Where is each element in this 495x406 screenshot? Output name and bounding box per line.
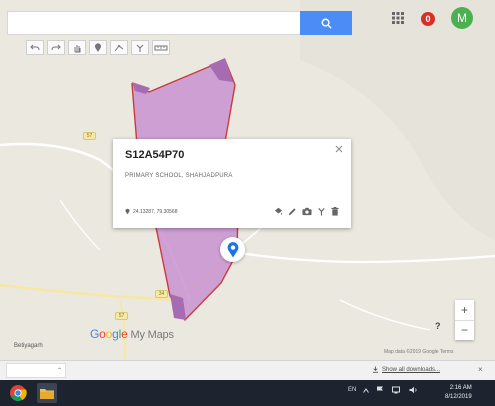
measure-button[interactable]: [152, 40, 170, 55]
close-icon: [335, 145, 343, 153]
feature-actions: [274, 207, 339, 216]
add-photo-button[interactable]: [302, 207, 312, 216]
directions-button[interactable]: [317, 207, 326, 216]
account-avatar[interactable]: M: [451, 7, 473, 29]
explorer-icon: [40, 389, 54, 399]
add-marker-button[interactable]: [89, 40, 107, 55]
add-marker-icon: [95, 42, 101, 52]
redo-button[interactable]: [47, 40, 65, 55]
downloads-bar: ⌃ Show all downloads... ×: [0, 360, 495, 380]
place-label: Betiyagarh: [14, 343, 43, 349]
network-icon[interactable]: [392, 386, 402, 394]
select-items-button[interactable]: [68, 40, 86, 55]
file-explorer-taskbar-button[interactable]: [37, 383, 57, 403]
apps-grid-icon[interactable]: [392, 12, 404, 24]
draw-line-button[interactable]: [110, 40, 128, 55]
location-pin-icon: [227, 241, 238, 257]
flag-icon[interactable]: [376, 386, 385, 394]
feature-title: S12A54P70: [125, 149, 185, 161]
edit-button[interactable]: [288, 207, 297, 216]
download-item[interactable]: ⌃: [6, 363, 66, 378]
zoom-in-button[interactable]: +: [460, 302, 468, 317]
close-card-button[interactable]: [335, 145, 343, 156]
download-icon: [372, 366, 379, 373]
windows-taskbar: EN 2:16 AM 8/12/2019: [0, 380, 495, 406]
directions-icon: [318, 207, 325, 216]
hand-icon: [74, 44, 81, 52]
redo-icon: [51, 44, 61, 50]
ruler-icon: [154, 45, 168, 50]
taskbar-clock[interactable]: 2:16 AM 8/12/2019: [445, 384, 472, 402]
clock-date: 8/12/2019: [445, 394, 472, 400]
search-input[interactable]: [7, 11, 300, 35]
map-attribution[interactable]: Map data ©2019 Google Terms: [384, 349, 454, 355]
directions-icon: [136, 44, 144, 52]
edit-icon: [288, 208, 296, 216]
map-toolbar: [26, 40, 170, 55]
map-canvas[interactable]: 0 M 57 34 57 S12A54P70 PRIMARY SCHOOL, S…: [0, 0, 495, 360]
system-tray: EN: [348, 386, 418, 394]
download-menu-arrow[interactable]: ⌃: [56, 368, 62, 374]
search-bar: [7, 11, 352, 37]
delete-button[interactable]: [331, 207, 339, 216]
feature-description: PRIMARY SCHOOL, SHAHJADPURA: [125, 173, 233, 179]
search-icon: [321, 18, 332, 29]
delete-icon: [331, 207, 339, 216]
add-directions-button[interactable]: [131, 40, 149, 55]
help-button[interactable]: ?: [435, 321, 441, 331]
clock-time: 2:16 AM: [449, 385, 472, 391]
zoom-out-button[interactable]: −: [460, 323, 468, 338]
search-button[interactable]: [300, 11, 352, 35]
style-button[interactable]: [274, 207, 283, 216]
camera-icon: [302, 207, 312, 216]
coordinates-text: 24.13287, 79.30568: [133, 208, 178, 215]
route-badge: 34: [155, 290, 168, 298]
draw-line-icon: [114, 44, 124, 51]
chrome-icon: [10, 385, 27, 401]
route-badge: 57: [115, 312, 128, 320]
selected-location-marker[interactable]: [220, 237, 245, 262]
undo-button[interactable]: [26, 40, 44, 55]
volume-icon[interactable]: [409, 386, 418, 394]
zoom-control: + −: [455, 300, 474, 340]
zoom-divider: [455, 319, 474, 321]
notifications-badge[interactable]: 0: [421, 12, 435, 26]
undo-icon: [30, 44, 40, 50]
feature-coordinates: 24.13287, 79.30568: [125, 208, 178, 215]
feature-info-card: S12A54P70 PRIMARY SCHOOL, SHAHJADPURA 24…: [113, 139, 351, 228]
show-hidden-icons-icon[interactable]: [363, 387, 370, 393]
route-badge: 57: [83, 132, 96, 140]
chrome-taskbar-button[interactable]: [8, 383, 28, 403]
language-indicator[interactable]: EN: [348, 387, 357, 393]
close-downloads-button[interactable]: ×: [478, 365, 483, 374]
location-pin-icon: [125, 208, 130, 215]
paint-style-icon: [274, 207, 283, 216]
show-all-downloads-link[interactable]: Show all downloads...: [372, 366, 440, 373]
